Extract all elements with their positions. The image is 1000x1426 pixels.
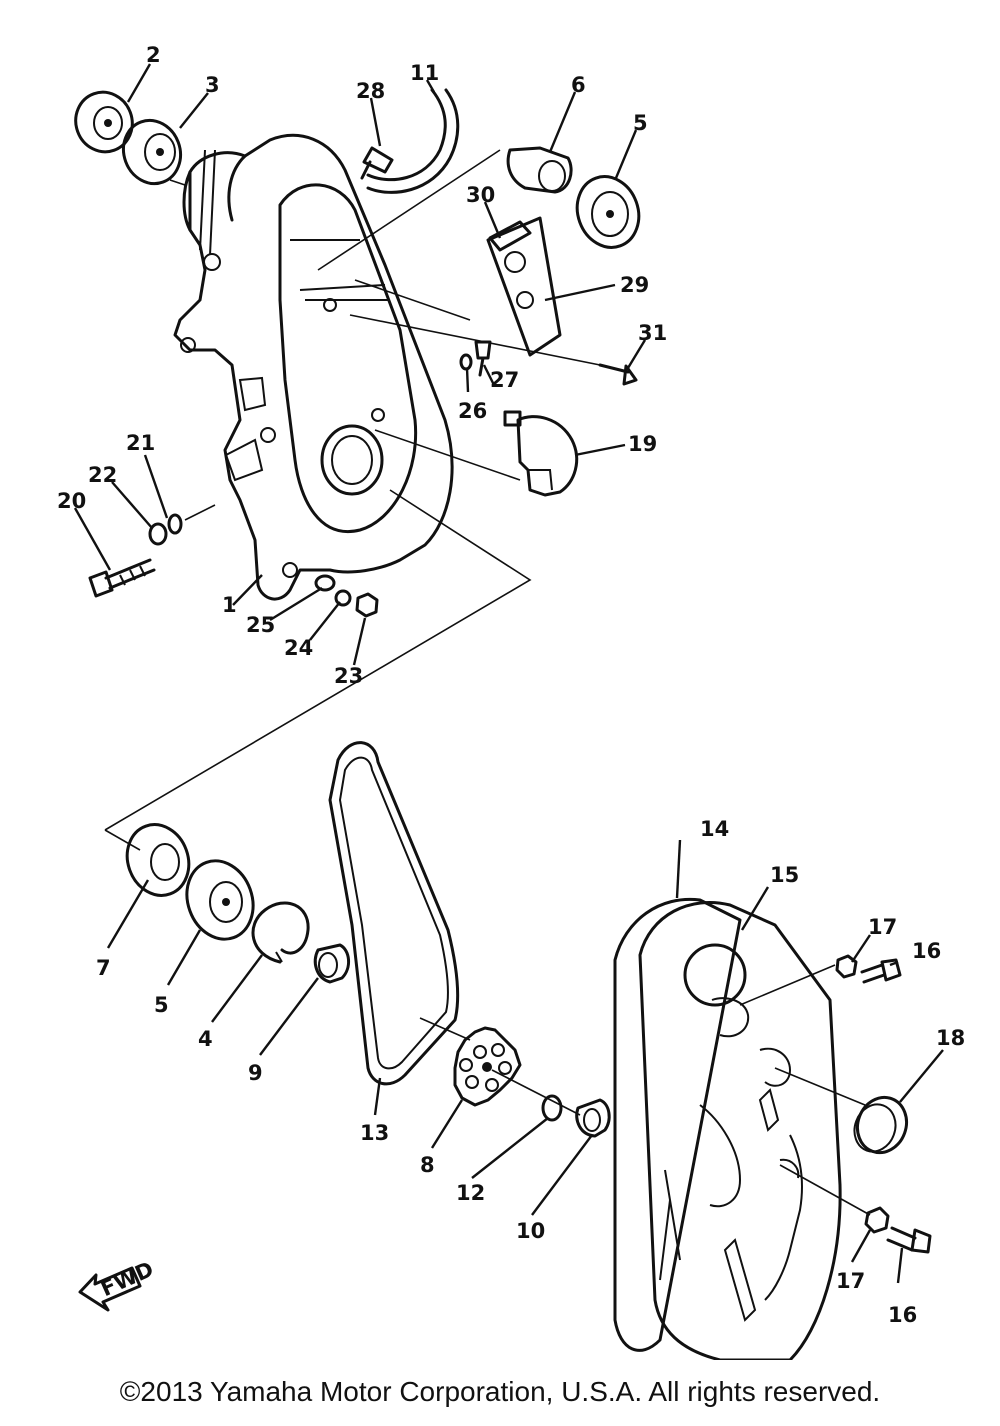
label-part-13: 13	[360, 1121, 389, 1145]
label-part-24: 24	[284, 636, 313, 660]
fwd-text: FWD	[97, 1257, 157, 1301]
nut-23	[355, 592, 379, 618]
cover-15	[638, 900, 842, 1360]
label-part-2: 2	[146, 43, 161, 67]
fwd-arrow-icon: FWD	[78, 1257, 157, 1312]
bearing-3	[122, 118, 182, 186]
gasket-14	[613, 897, 742, 1352]
label-part-9: 9	[248, 1061, 263, 1085]
label-part-5-upper: 5	[633, 111, 648, 135]
screw-31	[598, 363, 638, 386]
plate-29	[486, 216, 562, 357]
bolt-16-upper	[860, 958, 902, 984]
part-labels: 2 3 28 11 6 5 30 29 31 27 26 19 21 22 20…	[57, 43, 965, 1327]
bearing-5-upper	[575, 175, 641, 249]
bearing-5-lower	[185, 859, 255, 941]
label-part-3: 3	[205, 73, 220, 97]
label-part-17-lower: 17	[836, 1269, 865, 1293]
label-part-23: 23	[334, 664, 363, 688]
alignment-lines-upper	[104, 149, 601, 831]
cap-18	[853, 1095, 909, 1155]
label-part-15: 15	[770, 863, 799, 887]
bolt-20	[88, 558, 156, 598]
pad-30	[488, 220, 532, 252]
label-part-20: 20	[57, 489, 86, 513]
circlip-4	[251, 901, 310, 964]
label-part-5-lower: 5	[154, 993, 169, 1017]
washer-24	[334, 589, 352, 607]
label-part-27: 27	[490, 368, 519, 392]
screw-27	[474, 340, 492, 377]
exploded-parts-diagram: FWD 2	[57, 43, 965, 1360]
chaincase-housing-1	[173, 134, 454, 601]
tensioner-19	[503, 410, 579, 497]
washer-22	[148, 522, 168, 546]
label-part-4: 4	[198, 1027, 213, 1051]
bearing-2	[74, 90, 134, 154]
washer-26	[459, 353, 473, 371]
nut-17-lower	[864, 1206, 890, 1234]
label-part-14: 14	[700, 817, 729, 841]
bearing-7	[125, 823, 191, 897]
collar-10	[575, 1098, 611, 1138]
label-part-19: 19	[628, 432, 657, 456]
label-part-8: 8	[420, 1153, 435, 1177]
label-part-28: 28	[356, 79, 385, 103]
label-part-30: 30	[466, 183, 495, 207]
label-part-7: 7	[96, 956, 111, 980]
hose-11	[366, 88, 460, 194]
label-part-31: 31	[638, 321, 667, 345]
bolt-16-lower	[886, 1226, 932, 1254]
label-part-10: 10	[516, 1219, 545, 1243]
nut-17-upper	[835, 954, 858, 979]
label-part-12: 12	[456, 1181, 485, 1205]
alignment-lines-lower	[104, 829, 871, 1216]
sprocket-8	[453, 1026, 522, 1107]
spacer-6	[506, 146, 573, 194]
label-part-26: 26	[458, 399, 487, 423]
label-part-17-upper: 17	[868, 915, 897, 939]
washer-21	[167, 513, 183, 535]
label-part-6: 6	[571, 73, 586, 97]
label-part-16-lower: 16	[888, 1303, 917, 1327]
washer-12	[541, 1094, 563, 1122]
label-part-11: 11	[410, 61, 439, 85]
spacer-9	[313, 943, 350, 984]
leader-lines	[73, 63, 944, 1284]
label-part-29: 29	[620, 273, 649, 297]
label-part-22: 22	[88, 463, 117, 487]
label-part-18: 18	[936, 1026, 965, 1050]
label-part-21: 21	[126, 431, 155, 455]
washer-25	[314, 574, 336, 592]
label-part-1: 1	[222, 593, 237, 617]
label-part-16-upper: 16	[912, 939, 941, 963]
sensor-28	[360, 146, 394, 180]
chain-13	[328, 741, 460, 1086]
label-part-25: 25	[246, 613, 275, 637]
copyright-notice: ©2013 Yamaha Motor Corporation, U.S.A. A…	[119, 1376, 881, 1407]
